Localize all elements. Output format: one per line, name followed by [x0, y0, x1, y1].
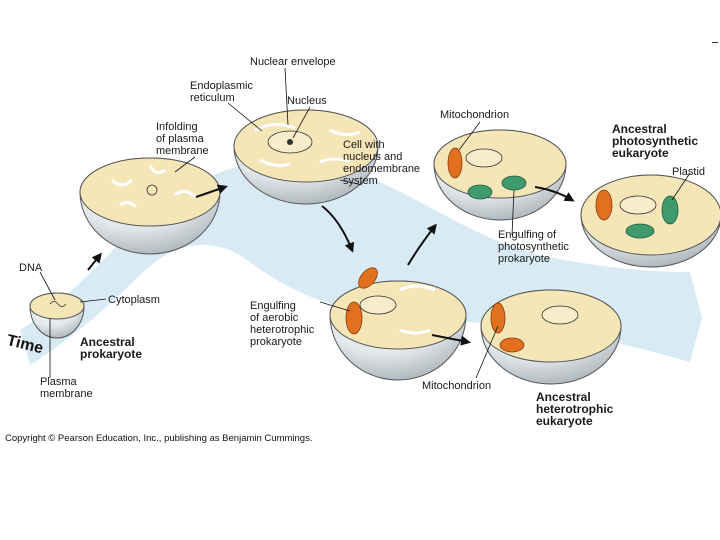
copyright-notice: Copyright © Pearson Education, Inc., pub…: [5, 433, 313, 444]
label-ancestral-photosynthetic: Ancestral photosynthetic eukaryote: [612, 122, 698, 160]
label-infolding: Infolding of plasma membrane: [156, 121, 209, 157]
label-cytoplasm: Cytoplasm: [108, 294, 160, 306]
label-leaders: [39, 67, 691, 379]
cell-aerobic-engulfing: [329, 267, 467, 381]
cell-photosynthetic-eukaryote: [580, 174, 720, 268]
label-plastid: Plastid: [672, 166, 706, 178]
label-ancestral-prokaryote: Ancestral prokaryote: [80, 335, 143, 361]
cell-photosynthetic-engulfing: [433, 129, 567, 221]
cell-heterotrophic-eukaryote: [480, 289, 622, 385]
label-mitochondrion-top: Mitochondrion: [440, 109, 510, 121]
label-endoplasmic-reticulum: Endoplasmic reticulum: [190, 80, 253, 104]
flow-arrows: [87, 184, 575, 346]
edge-tick: [712, 42, 718, 43]
label-engulfing-aerobic: Engulfing of aerobic heterotrophic proka…: [250, 300, 315, 348]
label-cell-with-nucleus: Cell with nucleus and endomembrane syste…: [343, 139, 421, 187]
cell-ancestral-prokaryote: [29, 292, 85, 339]
label-engulfing-photosynthetic: Engulfing of photosynthetic prokaryote: [498, 229, 569, 265]
label-nuclear-envelope: Nuclear envelope: [250, 56, 336, 68]
label-plasma-membrane: Plasma membrane: [40, 376, 93, 400]
label-ancestral-heterotrophic: Ancestral heterotrophic eukaryote: [536, 390, 614, 428]
label-mitochondrion-bottom: Mitochondrion: [422, 380, 492, 392]
label-dna: DNA: [19, 262, 43, 274]
label-nucleus: Nucleus: [287, 95, 327, 107]
